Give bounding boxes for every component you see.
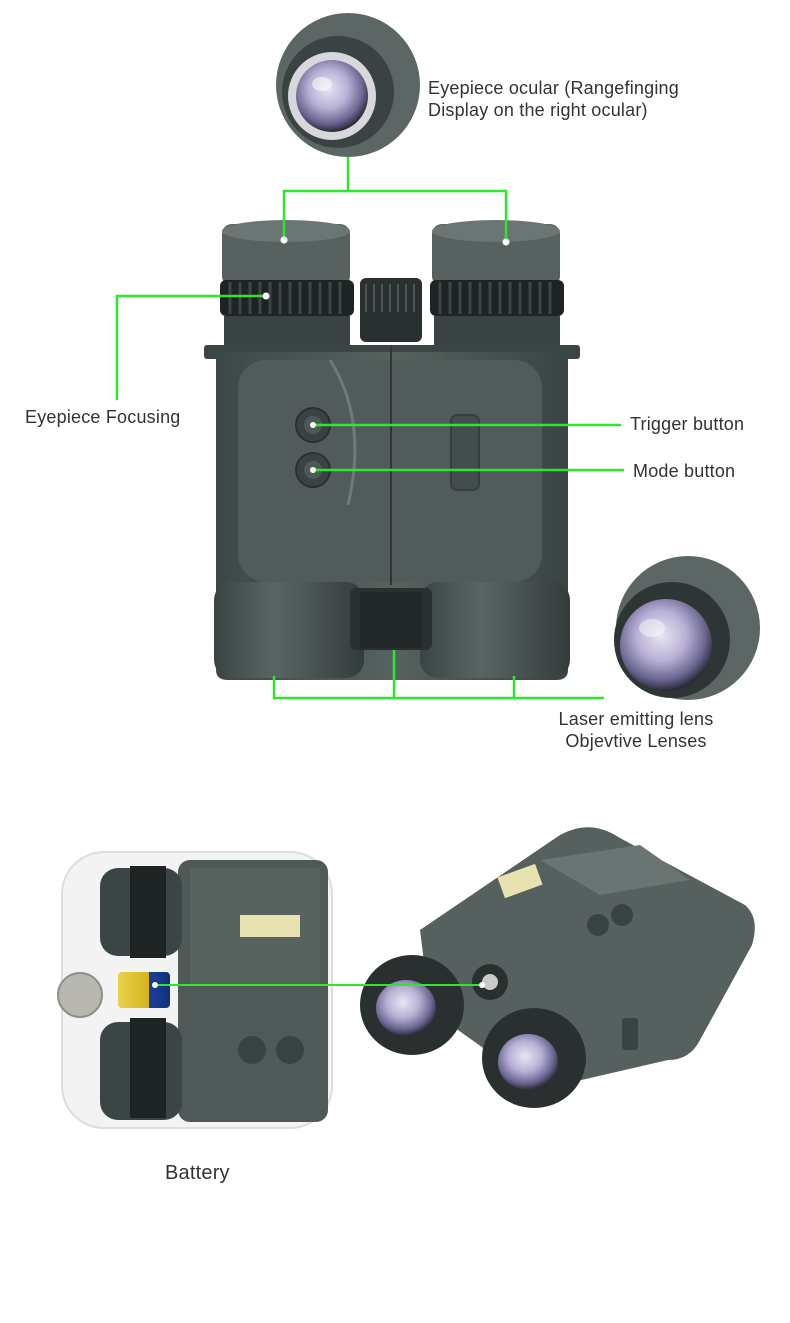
eyepiece-ocular-line-1: Eyepiece ocular (Rangefinging [428,78,679,98]
battery-closeup [57,851,333,1129]
eyepiece-ocular-line-2: Display on the right ocular) [428,100,648,120]
battery-callout [152,982,485,988]
callout-dots [262,236,510,473]
eyepiece-closeup [276,13,420,157]
callout-lines-top [115,157,624,700]
eyepiece-focusing-label: Eyepiece Focusing [25,407,181,427]
binocular-front-view [204,220,580,680]
battery-label: Battery [165,1162,230,1184]
laser-lens-label: Laser emitting lens [558,709,714,729]
binocular-angled-view [360,827,755,1108]
eyepiece-ocular-label: Eyepiece ocular (Rangefinging Display on… [428,77,679,121]
trigger-button-label: Trigger button [630,414,745,434]
mode-button-label: Mode button [633,461,736,481]
objective-lenses-label: Objevtive Lenses [565,731,707,751]
lens-label: Laser emitting lens Objevtive Lenses [540,708,732,752]
objective-lens-closeup [614,556,760,700]
